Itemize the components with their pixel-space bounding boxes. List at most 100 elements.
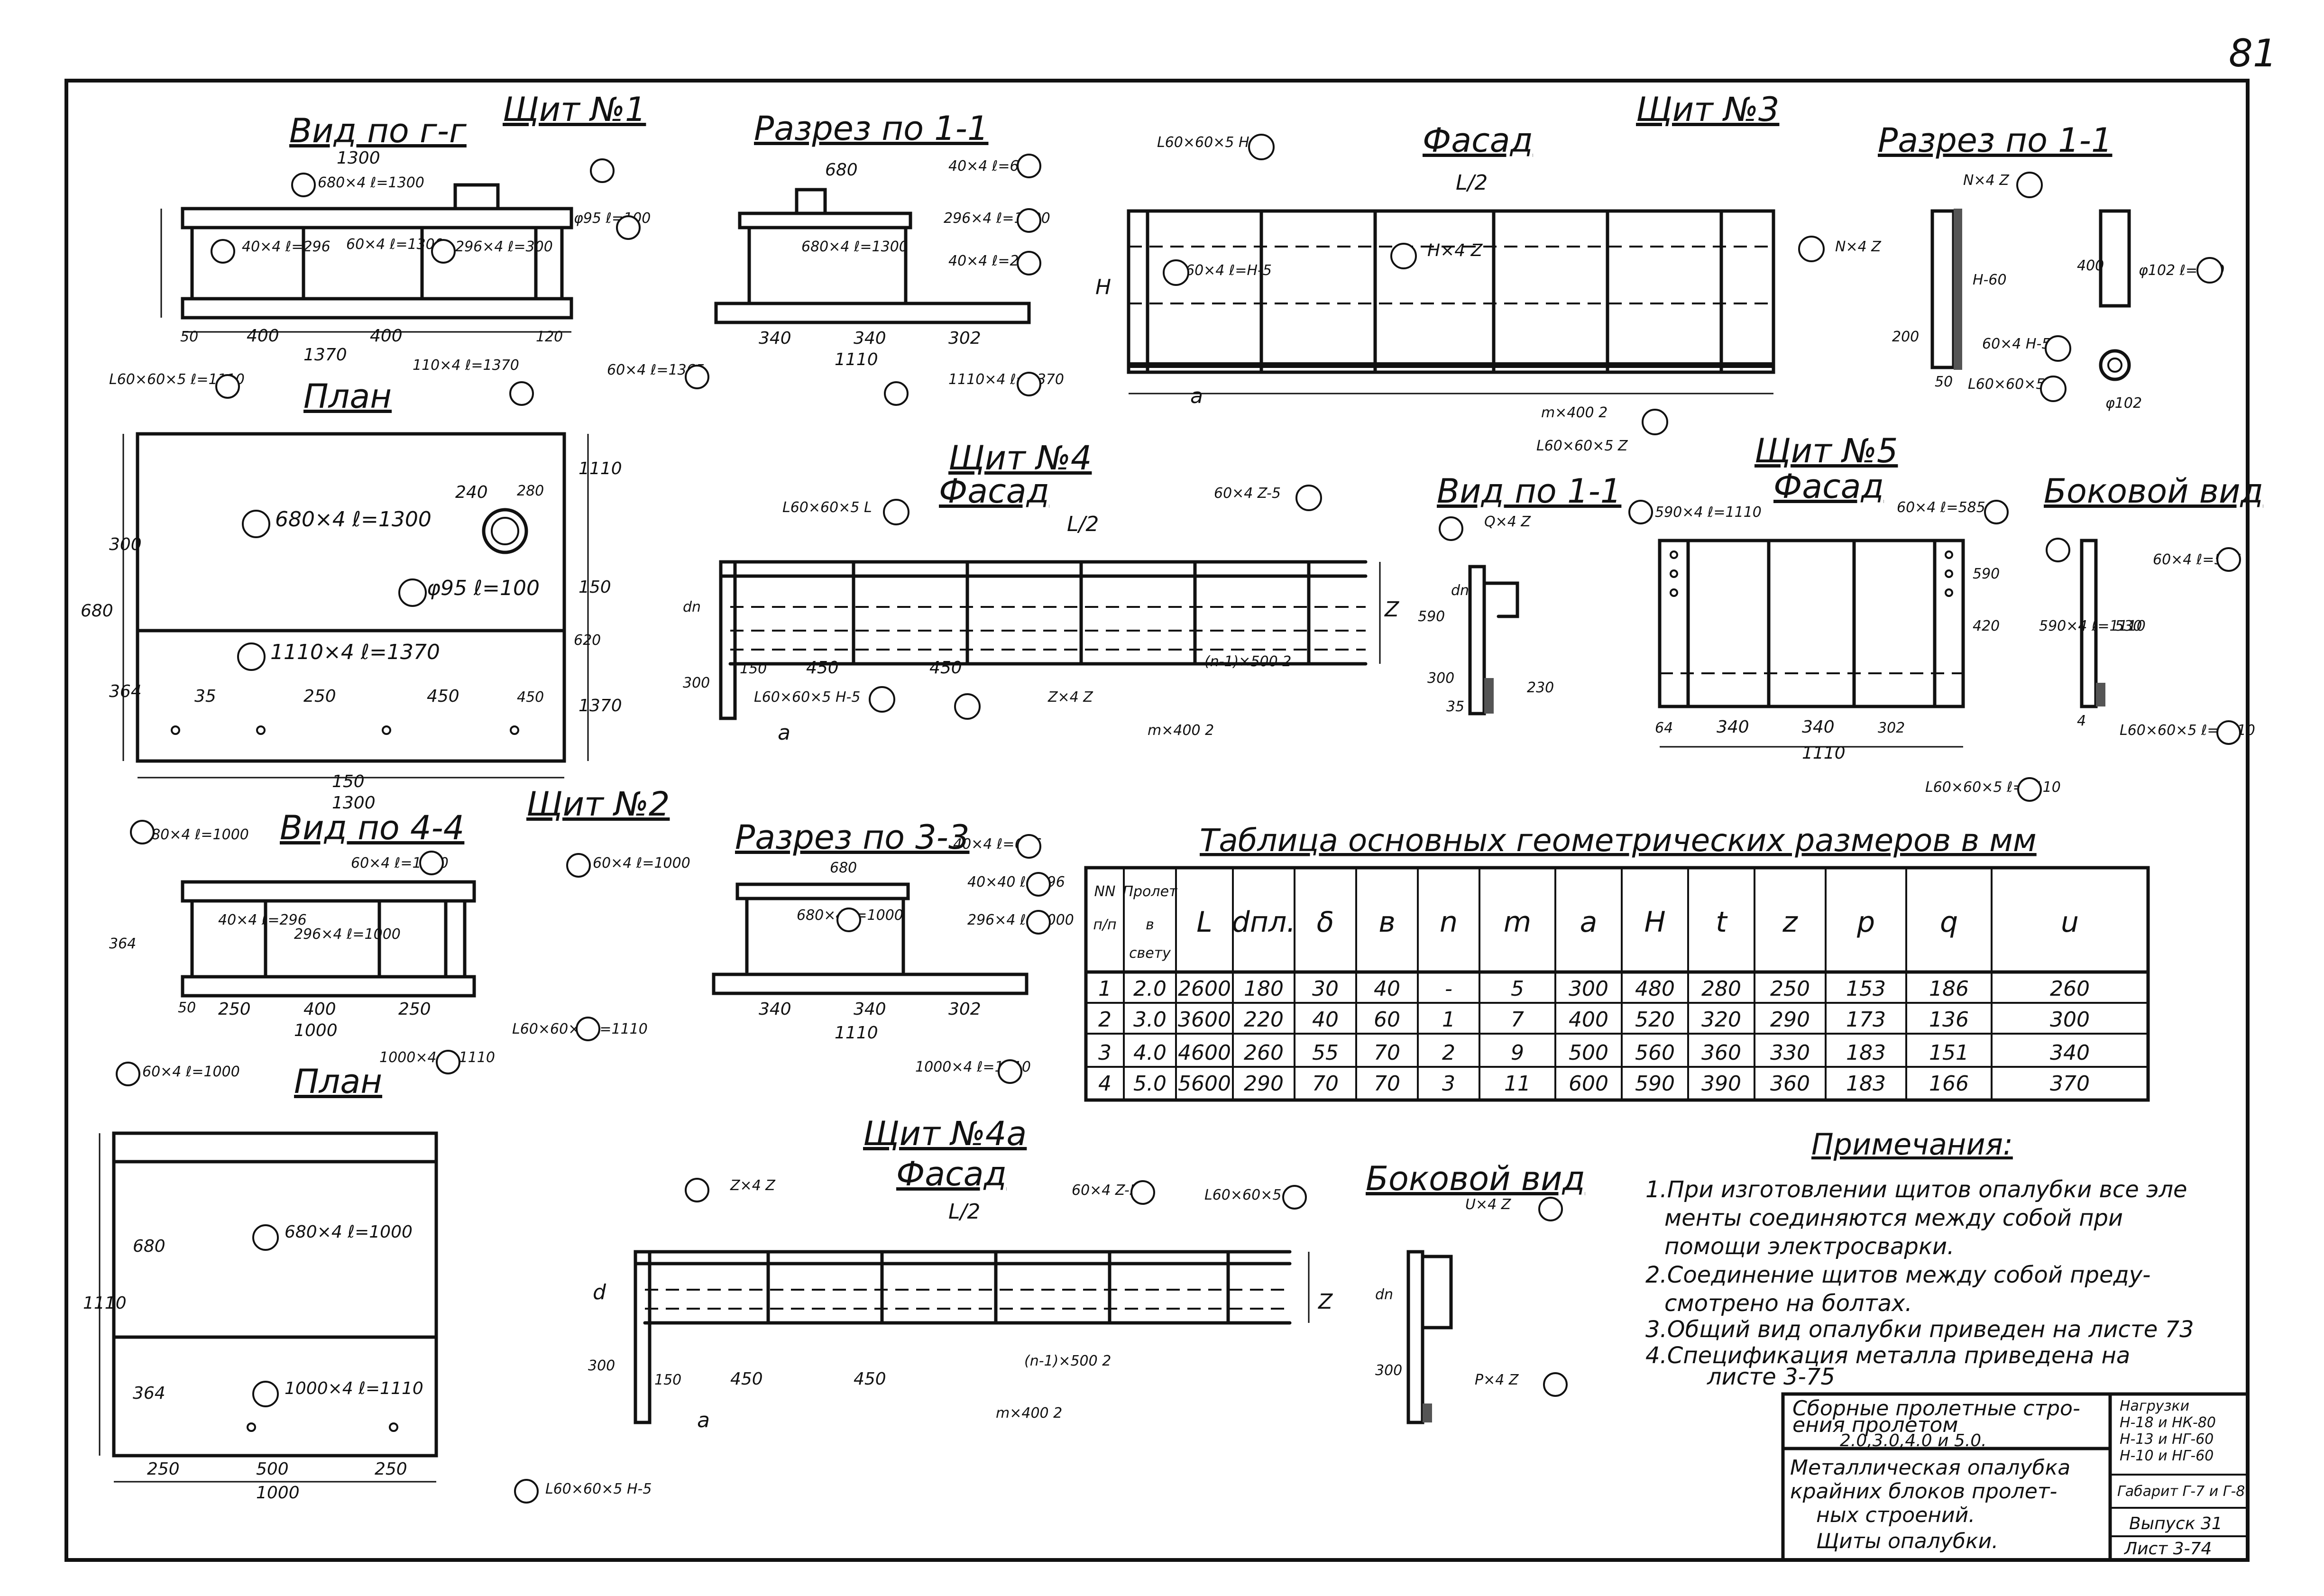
shield-2-sec-dim-1110: 1110 [835,1023,878,1043]
table-header-cell: q [1940,906,1958,939]
shield-3-label-hx4: H×4 Z [1427,241,1483,260]
shield-4a-label-60x4: 60×4 Z-5 [1072,1182,1139,1199]
shield-4a-side-title: Боковой вид [1366,1159,1585,1198]
shield-1-plan-label-680x4: 680×4 ℓ=1300 [275,507,432,532]
shield-1-label-296x4: 296×4 ℓ=300 [455,238,553,255]
shield-4-end-post [719,560,737,720]
shield-5-dim-64: 64 [1655,720,1673,736]
table-header-cell: p [1856,906,1875,939]
view-1-1-title: Вид по 1-1 [1437,472,1621,511]
table-header-cell: m [1504,906,1531,939]
shield-4a-side-bubble-24 [1538,1197,1563,1221]
table-cell: 70 [1312,1072,1339,1096]
shield-1-plan-dim-250: 35 [194,687,216,706]
shield-2-dim-250a: 250 [218,1000,251,1019]
shield-4-half: L/2 [1067,512,1099,536]
shield-2-dim-50: 50 [178,1000,196,1016]
shield-2-sec-bubble-8 [1026,872,1051,897]
shield-2-plan-dim-1110: 1110 [83,1293,127,1313]
stamp-loads-3: Н-13 и НГ-60 [2120,1431,2214,1448]
shield-4a-bubble-20 [1130,1180,1155,1205]
table-cell: 11 [1504,1072,1531,1096]
shield-2-bubble-4 [576,1017,600,1041]
shield-1-plan-dim-364: 364 [109,682,142,701]
shield-2-dim-1000: 1000 [294,1021,338,1040]
note-line-5: смотрено на болтах. [1664,1290,1912,1317]
shield-1-plan-bolt3 [382,725,391,735]
shield-5-side-plate [2080,539,2098,708]
notes-block: Примечания: 1.При изготовлении щитов опа… [1645,1127,2194,1390]
shield-3-group: Щит №3 Фасад L/2 L60×60×5 H-5 60×4 ℓ=H-5… [1095,90,2224,454]
shield-2-dim-400: 400 [303,1000,336,1019]
note-line-1: 1.При изготовлении щитов опалубки все эл… [1645,1176,2187,1203]
shield-2-view44-top [181,880,476,903]
shield-3-sec-dim-50: 50 [1935,374,1953,390]
shield-1-plan-dim-620: 150 [579,578,611,597]
shield-2-plan-title: План [294,1062,382,1101]
table-cell: 40 [1312,1008,1339,1032]
shield-3-section-title: Разрез по 1-1 [1878,121,2112,160]
table-cell: 560 [1635,1041,1675,1065]
shield-1-plan-dim-680: 300 [109,535,142,554]
shield-3-bubble-14 [1390,243,1417,269]
stamp-sheet: Лист 3-74 [2123,1539,2212,1559]
shield-5-group: Щит №5 Фасад 590×4 ℓ=1110 60×4 ℓ=585 L60… [1628,431,2263,802]
table-cell: 2.0 [1133,977,1167,1001]
shield-4a-label-n1-500: (n-1)×500 2 [1024,1353,1111,1369]
shield-4a-half: L/2 [948,1200,980,1224]
shield-4a-side-plate [1406,1250,1424,1424]
shield-2-bubble-11 [436,1050,460,1074]
shield-4a-label-l60-h5: L60×60×5 H-5 [545,1481,652,1497]
shield-1-sec-bubble-3 [1017,208,1041,233]
shield-4a-label-m400: m×400 2 [996,1405,1062,1422]
view-1-1-plate [1468,565,1486,715]
table-cell: 220 [1244,1008,1284,1032]
shield-5-side-bubble-26 [2216,547,2241,572]
shield-2-sec-bubble-13 [566,853,591,878]
shield-1-plan-outline [136,432,566,763]
shield-1-plan-dim-280: 240 [455,483,488,502]
shield-4a-bubble-19 [685,1178,709,1202]
shield-1-sec-stub [795,188,827,215]
shield-4a-label-l60-l: L60×60×5 L [1204,1187,1294,1203]
shield-2-sec-dim-340b: 340 [854,1000,886,1019]
view-1-1-angle [1484,678,1494,714]
stamp-main-3: 2.0,3.0,4.0 и 5.0. [1840,1431,1987,1450]
shield-5-dim-420: 420 [1973,618,2000,634]
shield-2-group: Щит №2 Вид по 4-4 680×4 ℓ=1000 60×4 ℓ=10… [83,785,1074,1503]
shield-4a-dim-450b: 450 [854,1369,886,1389]
shield-4-dim-a: a [778,721,790,745]
stamp-sub-1: Металлическая опалубка [1790,1456,2070,1480]
table-cell: 260 [2050,977,2090,1001]
shield-4a-end-post [634,1250,652,1424]
shield-4a-bubble-15 [1282,1185,1307,1210]
table-cell: 153 [1846,977,1886,1001]
shield-5-facade-frame [1658,539,1965,708]
shield-1-dim-120: 120 [536,329,563,345]
shield-1-sec-label-1110x4: 1110×4 ℓ=1370 [948,371,1064,388]
shield-4a-dim-150: 150 [654,1372,681,1388]
shield-4-bubble-20 [1295,485,1322,511]
shield-4a-side-label-px4: P×4 Z [1475,1372,1519,1388]
table-cell: 2 [1442,1041,1455,1065]
view-1-1-group: Вид по 1-1 Q×4 Z 590 230 300 dn 35 [1418,472,1621,715]
shield-3-sec-label-phi102b: φ102 [2105,395,2142,412]
shield-5-dim-302: 302 [1878,720,1905,736]
table-cell: 3600 [1178,1008,1231,1032]
shield-1-plan-dim-450b: 450 [427,687,459,706]
shield-2-sec-label-296x4: 296×4 ℓ=1000 [967,912,1074,928]
sheet-border [64,79,2250,1562]
shield-2-label-60x4b: 60×4 ℓ=1000 [142,1064,240,1080]
table-cell: 3.0 [1133,1008,1167,1032]
shield-4-label-n1-500: (n-1)×500 2 [1204,653,1291,670]
table-cell: 183 [1846,1041,1886,1065]
shield-1-sec-bubble-4 [884,381,909,406]
table-header-cell: n [1440,906,1458,939]
note-line-4: 2.Соединение щитов между собой преду- [1645,1262,2150,1288]
shield-1-sec-dim-340a: 340 [759,329,791,348]
shield-5-facade-title: Фасад [1773,467,1884,506]
table-header-cell: свету [1129,945,1171,962]
shield-3-dim-a: a [1190,384,1203,408]
shield-3-sec-dim-400: 400 [2077,257,2104,274]
